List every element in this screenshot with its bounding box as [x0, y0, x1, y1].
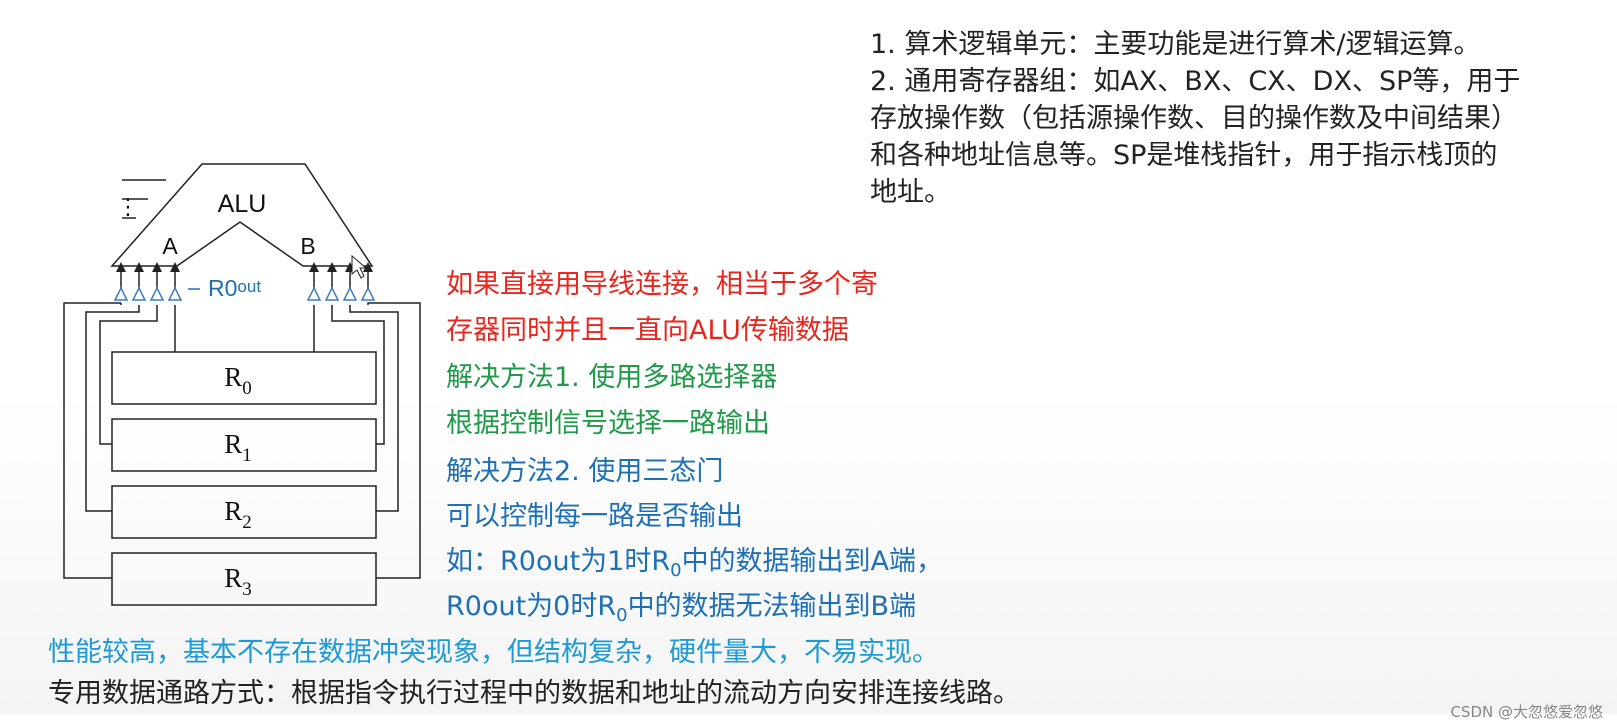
note-registers-2: 存放操作数（包括源操作数、目的操作数及中间结果） — [870, 103, 1518, 134]
register-r0-label: R0 — [224, 362, 252, 399]
example-line-1: 如：R0out为1时R0中的数据输出到A端， — [446, 546, 944, 581]
problem-line-1: 如果直接用导线连接，相当于多个寄 — [446, 269, 878, 300]
register-r2 — [111, 485, 377, 539]
register-r1 — [111, 418, 377, 472]
cursor-icon — [351, 254, 368, 279]
solution1-line-1: 解决方法1. 使用多路选择器 — [446, 362, 778, 393]
problem-line-2: 存器同时并且一直向ALU传输数据 — [446, 315, 849, 346]
summary-line-1: 性能较高，基本不存在数据冲突现象，但结构复杂，硬件量大，不易实现。 — [48, 637, 939, 668]
alu-label: ALU — [218, 190, 267, 218]
note-alu: 1. 算术逻辑单元：主要功能是进行算术/逻辑运算。 — [870, 29, 1481, 60]
external-inputs-dots: ⋮ — [117, 195, 139, 220]
port-a-label: A — [162, 233, 178, 259]
r0out-label: R0out — [208, 275, 261, 301]
port-b-label: B — [300, 233, 315, 259]
note-registers-3: 和各种地址信息等。SP是堆栈指针，用于指示栈顶的 — [870, 140, 1498, 171]
watermark: CSDN @大忽悠爱忽悠 — [1450, 703, 1603, 721]
tristate-gates — [113, 286, 376, 301]
note-registers-4: 地址。 — [870, 177, 951, 208]
solution2-line-2: 可以控制每一路是否输出 — [446, 501, 743, 532]
solution1-line-2: 根据控制信号选择一路输出 — [446, 408, 770, 439]
datapath-diagram: ALU A B ⋮ R0out R0 R1 R2 R3 — [63, 163, 421, 606]
note-registers-1: 2. 通用寄存器组：如AX、BX、CX、DX、SP等，用于 — [870, 66, 1521, 97]
register-r2-label: R2 — [224, 496, 252, 533]
register-r0 — [111, 351, 377, 405]
solution2-line-1: 解决方法2. 使用三态门 — [446, 456, 724, 487]
register-r1-label: R1 — [224, 429, 252, 466]
summary-line-2: 专用数据通路方式：根据指令执行过程中的数据和地址的流动方向安排连接线路。 — [48, 678, 1020, 709]
register-r3-label: R3 — [224, 563, 252, 600]
example-line-2: R0out为0时R0中的数据无法输出到B端 — [446, 591, 917, 626]
component-notes: 1. 算术逻辑单元：主要功能是进行算术/逻辑运算。 2. 通用寄存器组：如AX、… — [870, 26, 1610, 211]
register-r3 — [111, 552, 377, 606]
